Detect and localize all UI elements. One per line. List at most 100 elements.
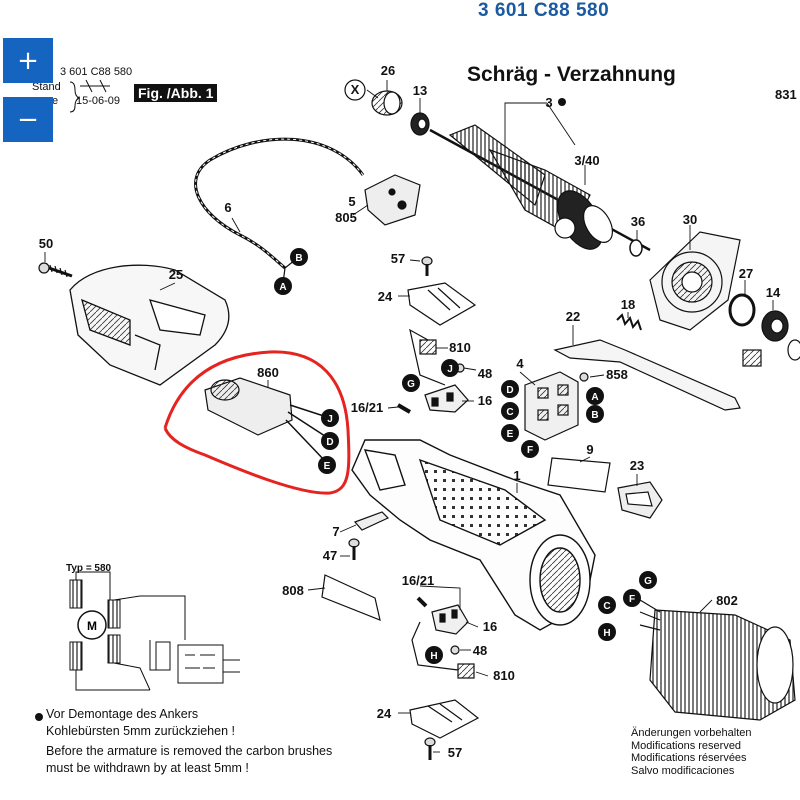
zoom-in-button[interactable]: + xyxy=(3,38,53,83)
part-24-cover-lower xyxy=(409,699,480,739)
mod-de: Änderungen vorbehalten xyxy=(631,727,752,739)
connector-e-switch: E xyxy=(501,424,519,442)
part-7-bracket xyxy=(353,511,390,531)
callout-25: 25 xyxy=(169,267,183,282)
callout-16-21-lower: 16/21 xyxy=(402,573,435,588)
callout-9: 9 xyxy=(586,442,593,457)
connector-g-coil: G xyxy=(639,571,657,589)
part-858-screw xyxy=(579,372,589,382)
part-5-plug xyxy=(364,174,421,226)
note-bullet-icon xyxy=(35,713,43,721)
part-3-armature xyxy=(429,124,651,252)
part-30-flange xyxy=(649,231,741,331)
callout-16-upper: 16 xyxy=(478,393,492,408)
note-en-line-2: must be withdrawn by at least 5mm ! xyxy=(46,760,249,775)
callout-36: 36 xyxy=(631,214,645,229)
callout-26: 26 xyxy=(381,63,395,78)
connector-g-upper: G xyxy=(402,374,420,392)
part-13-bearing xyxy=(410,112,430,136)
svg-text:D: D xyxy=(326,437,333,448)
part-48-spring-lower xyxy=(450,645,460,655)
connector-d-switch: D xyxy=(501,380,519,398)
callout-860: 860 xyxy=(257,365,279,380)
svg-text:B: B xyxy=(591,410,598,421)
callout-24-upper: 24 xyxy=(378,289,393,304)
info-dot-icon xyxy=(558,98,566,106)
note-de-line-2: Kohlebürsten 5mm zurückziehen ! xyxy=(46,723,235,738)
mod-fr: Modifications réservées xyxy=(631,752,747,764)
connector-j-upper: J xyxy=(441,359,459,377)
small-part-right xyxy=(742,339,800,367)
callout-805: 805 xyxy=(335,210,357,225)
part-1-motor-housing xyxy=(351,439,596,631)
connector-h-lower: H xyxy=(425,646,443,664)
callout-57-lower: 57 xyxy=(448,745,462,760)
callout-22: 22 xyxy=(566,309,580,324)
callout-numbers: X 26 13 3 3/40 6 5 805 50 25 57 24 810 4… xyxy=(39,63,781,760)
svg-text:A: A xyxy=(591,392,598,403)
part-26-fan xyxy=(371,90,403,116)
callout-810-upper: 810 xyxy=(449,340,471,355)
callout-48-lower: 48 xyxy=(473,643,487,658)
callout-802: 802 xyxy=(716,593,738,608)
part-number-header: 3 601 C88 580 xyxy=(478,0,610,21)
stand-label: Stand xyxy=(32,81,61,93)
part-27-ring xyxy=(728,293,756,327)
callout-47: 47 xyxy=(323,548,337,563)
part-16-21-brush-lower xyxy=(416,596,428,608)
stand-brace xyxy=(69,79,110,113)
part-22-lever xyxy=(553,339,741,411)
x-marker xyxy=(344,79,366,101)
part-9-label xyxy=(547,457,611,493)
connector-c-coil: C xyxy=(598,596,616,614)
connector-d-module: D xyxy=(321,432,339,450)
note-en-line-1: Before the armature is removed the carbo… xyxy=(46,744,333,758)
callout-4: 4 xyxy=(516,356,524,371)
callout-30: 30 xyxy=(683,212,697,227)
part-47-screw xyxy=(348,538,360,560)
part-24-cover-upper xyxy=(407,282,477,326)
edge-number: 831 xyxy=(775,87,797,102)
svg-text:C: C xyxy=(506,407,513,418)
part-810-brush-upper xyxy=(409,328,446,386)
callout-810-lower: 810 xyxy=(493,668,515,683)
callout-6: 6 xyxy=(224,200,231,215)
callout-858: 858 xyxy=(606,367,628,382)
svg-text:D: D xyxy=(506,385,513,396)
connector-j-module: J xyxy=(321,409,339,427)
part-16-21-brush-upper xyxy=(396,403,412,414)
part-50-screw xyxy=(38,262,73,278)
callout-16-21-upper: 16/21 xyxy=(351,400,384,415)
connector-a-switch: A xyxy=(586,387,604,405)
callout-23: 23 xyxy=(630,458,644,473)
connector-c-switch: C xyxy=(501,402,519,420)
part-18-spring xyxy=(616,313,642,331)
part-23-clip xyxy=(617,481,663,519)
part-808-label xyxy=(321,574,381,621)
callout-27: 27 xyxy=(739,266,753,281)
mod-it: Salvo modificaciones xyxy=(631,764,735,777)
part-16-brush-holder-upper xyxy=(424,384,469,413)
connector-f-coil: F xyxy=(623,589,641,607)
wiring-schematic xyxy=(69,571,240,691)
disassembly-note: Vor Demontage des Ankers Kohlebürsten 5m… xyxy=(33,706,332,776)
callout-3: 3 xyxy=(545,95,552,110)
svg-text:B: B xyxy=(295,253,302,264)
zoom-out-button[interactable]: − xyxy=(3,97,53,142)
part-802-field-coil xyxy=(639,599,796,721)
connector-f-switch: F xyxy=(521,440,539,458)
svg-text:E: E xyxy=(507,429,514,440)
svg-text:J: J xyxy=(327,414,333,425)
svg-text:E: E xyxy=(324,461,331,472)
callout-x: X xyxy=(351,82,360,97)
part-14-bearing xyxy=(761,310,789,342)
part-57-screw-upper xyxy=(421,256,433,276)
connector-b-cable: B xyxy=(290,248,308,266)
figure-label: Fig. /Abb. 1 xyxy=(134,84,218,102)
part-57-screw-lower xyxy=(424,737,436,760)
svg-text:C: C xyxy=(603,601,610,612)
callout-18: 18 xyxy=(621,297,635,312)
callout-24-lower: 24 xyxy=(377,706,392,721)
callout-14: 14 xyxy=(766,285,781,300)
